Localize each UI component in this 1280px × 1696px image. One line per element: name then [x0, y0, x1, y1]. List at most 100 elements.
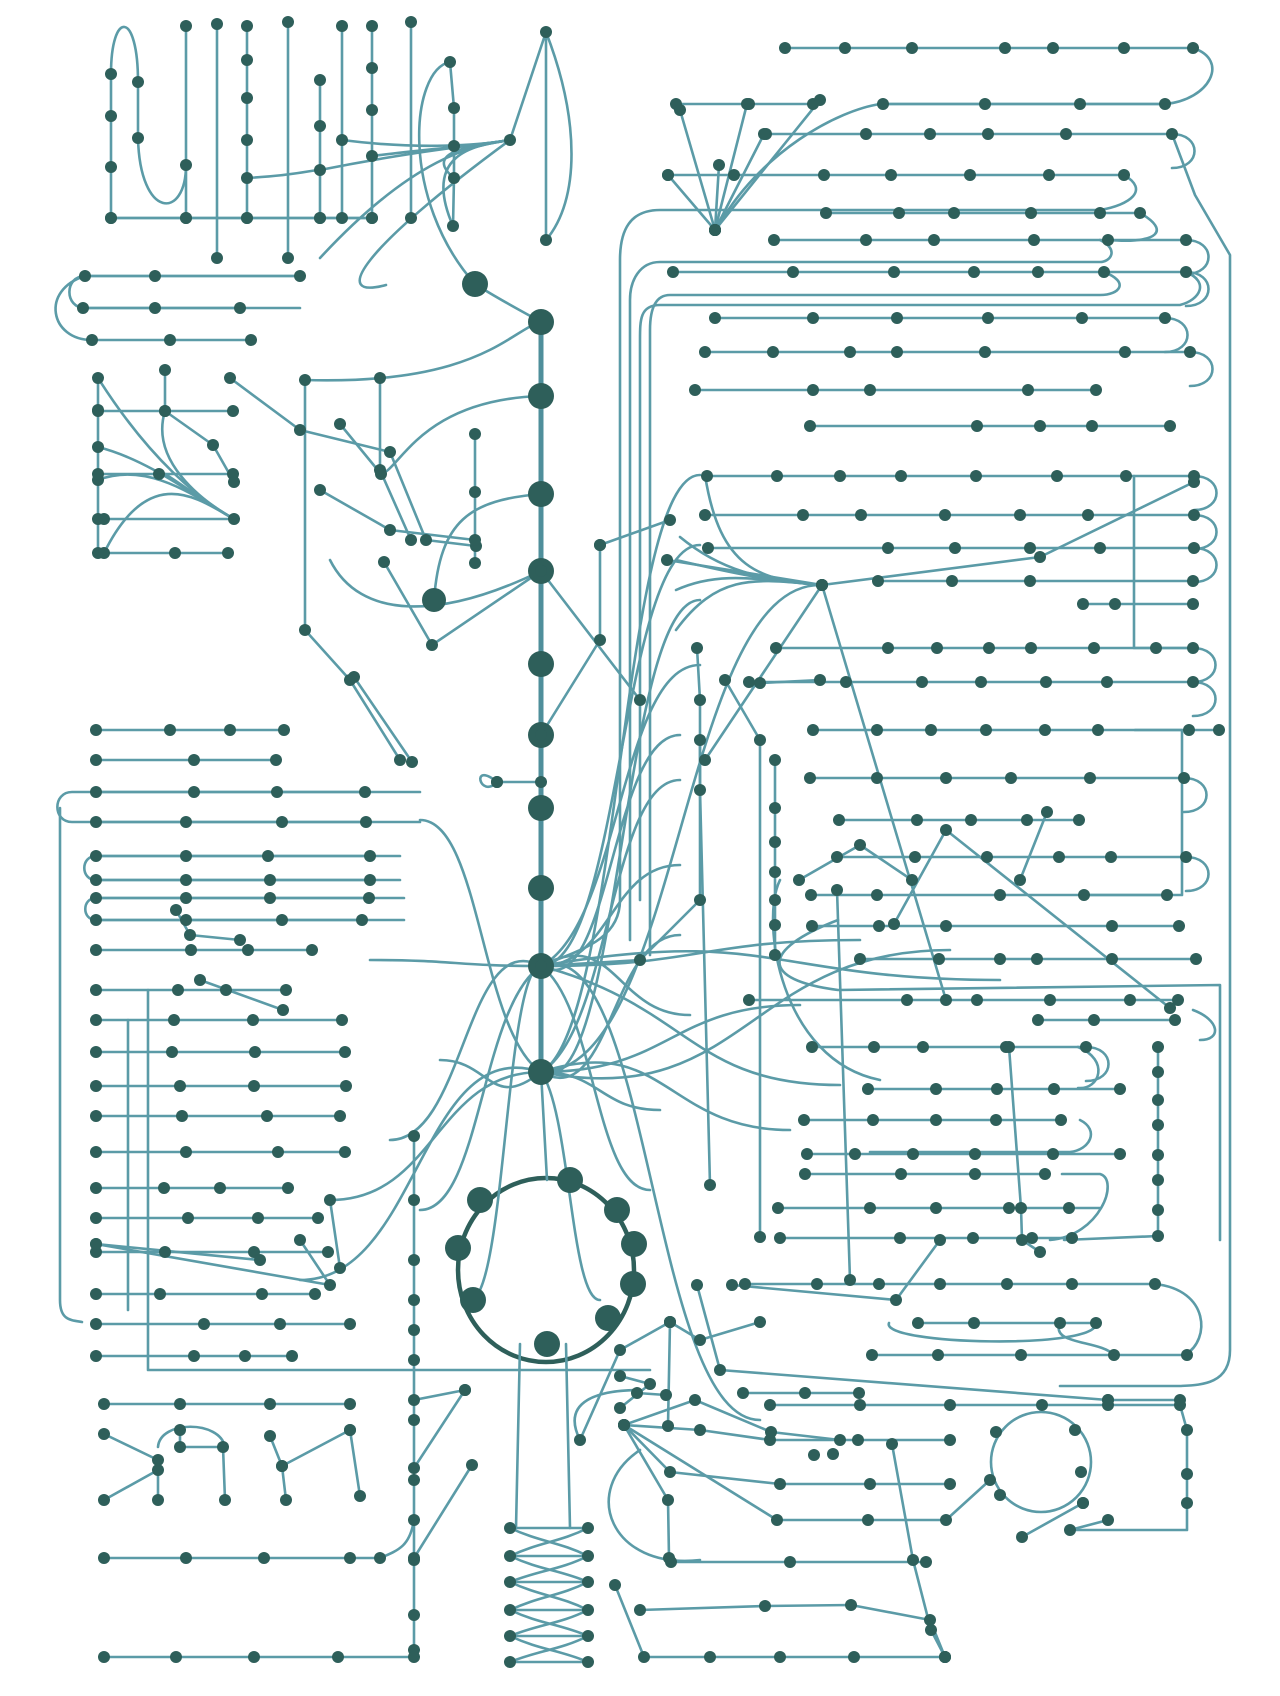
metabolite-node [211, 18, 223, 30]
metabolite-node [334, 1110, 346, 1122]
tca-cycle-node [604, 1197, 630, 1223]
metabolite-node [340, 1080, 352, 1092]
metabolite-node [166, 1046, 178, 1058]
metabolite-node [234, 302, 246, 314]
metabolite-node [1075, 1466, 1087, 1478]
pathway-curve-edge [544, 30, 573, 242]
metabolite-node [939, 1651, 951, 1663]
metabolite-node [582, 1656, 594, 1668]
metabolite-node [1028, 234, 1040, 246]
spine-node [528, 795, 554, 821]
metabolite-node [180, 1552, 192, 1564]
metabolite-node [1118, 42, 1130, 54]
metabolite-node [674, 104, 686, 116]
metabolite-node [198, 1318, 210, 1330]
metabolite-node [689, 384, 701, 396]
metabolite-node [314, 74, 326, 86]
metabolite-node [853, 1387, 865, 1399]
metabolite-node [504, 1604, 516, 1616]
pathway-curve-edge [508, 1634, 590, 1664]
metabolite-node [702, 542, 714, 554]
metabolite-node [159, 405, 171, 417]
pathway-curve-edge [303, 320, 543, 382]
metabolite-node [90, 724, 102, 736]
pathway-chain-edge [758, 678, 822, 685]
pathway-curve-edge [368, 958, 543, 968]
metabolite-node [90, 1182, 102, 1194]
pathway-curve-edge [539, 778, 682, 1074]
metabolite-node [174, 1441, 186, 1453]
metabolite-node [844, 346, 856, 358]
metabolite-node [154, 1288, 166, 1300]
metabolite-node [912, 1317, 924, 1329]
pathway-chain-edge [723, 678, 762, 1239]
metabolite-node [895, 1168, 907, 1180]
metabolite-node [164, 724, 176, 736]
metabolite-node [149, 270, 161, 282]
pathway-curve-edge [539, 733, 682, 971]
metabolite-node [90, 1146, 102, 1158]
metabolite-node [1134, 207, 1146, 219]
pathway-chain-edge [178, 1428, 227, 1502]
metabolite-node [1180, 266, 1192, 278]
metabolite-node [862, 1514, 874, 1526]
metabolite-node [217, 1441, 229, 1453]
metabolite-node [1060, 128, 1072, 140]
metabolite-node [771, 1514, 783, 1526]
metabolite-node [378, 556, 390, 568]
metabolite-node [772, 1202, 784, 1214]
metabolite-node [1034, 1246, 1046, 1258]
metabolite-node [871, 889, 883, 901]
metabolite-node [1159, 98, 1171, 110]
metabolite-node [1003, 1202, 1015, 1214]
metabolite-node [844, 1274, 856, 1286]
metabolite-node [764, 1399, 776, 1411]
pathway-curve-edge [539, 583, 822, 1074]
metabolite-node [907, 1148, 919, 1160]
metabolite-node [1102, 234, 1114, 246]
metabolite-node [860, 128, 872, 140]
metabolite-node [504, 1656, 516, 1668]
metabolite-node [948, 207, 960, 219]
metabolite-node [1118, 169, 1130, 181]
spine-node [528, 1059, 554, 1085]
metabolite-node [405, 16, 417, 28]
pathway-curve-edge [318, 138, 512, 260]
metabolite-node [816, 579, 828, 591]
metabolite-node [408, 1462, 420, 1474]
metabolite-node [769, 919, 781, 931]
metabolite-node [448, 172, 460, 184]
metabolite-node [990, 1114, 1002, 1126]
metabolite-node [1051, 470, 1063, 482]
metabolite-node [944, 1434, 956, 1446]
metabolite-node [1166, 128, 1178, 140]
metabolite-node [1015, 1349, 1027, 1361]
metabolite-node [1047, 1148, 1059, 1160]
metabolite-node [366, 150, 378, 162]
metabolite-node [1022, 384, 1034, 396]
metabolite-node [944, 1399, 956, 1411]
pathway-loop-edge [1191, 1008, 1217, 1042]
metabolite-node [1086, 420, 1098, 432]
metabolite-node [408, 1651, 420, 1663]
pathway-chain-edge [338, 422, 383, 476]
metabolite-node [447, 220, 459, 232]
metabolite-node [282, 1182, 294, 1194]
metabolite-node [694, 784, 706, 796]
pathway-chain-edge [668, 1320, 762, 1342]
metabolite-node [867, 1114, 879, 1126]
metabolite-node [280, 984, 292, 996]
metabolite-node [504, 1550, 516, 1562]
pathway-curve-edge [328, 558, 543, 608]
metabolite-node [504, 1630, 516, 1642]
metabolite-node [426, 639, 438, 651]
metabolite-node [92, 405, 104, 417]
metabolite-node [980, 724, 992, 736]
metabolite-node [77, 302, 89, 314]
metabolite-node [90, 874, 102, 886]
metabolite-node [631, 1387, 643, 1399]
pathway-chain-edge [352, 675, 414, 764]
metabolite-node [272, 1146, 284, 1158]
pathway-curve-edge [1163, 316, 1189, 354]
metabolite-node [634, 954, 646, 966]
